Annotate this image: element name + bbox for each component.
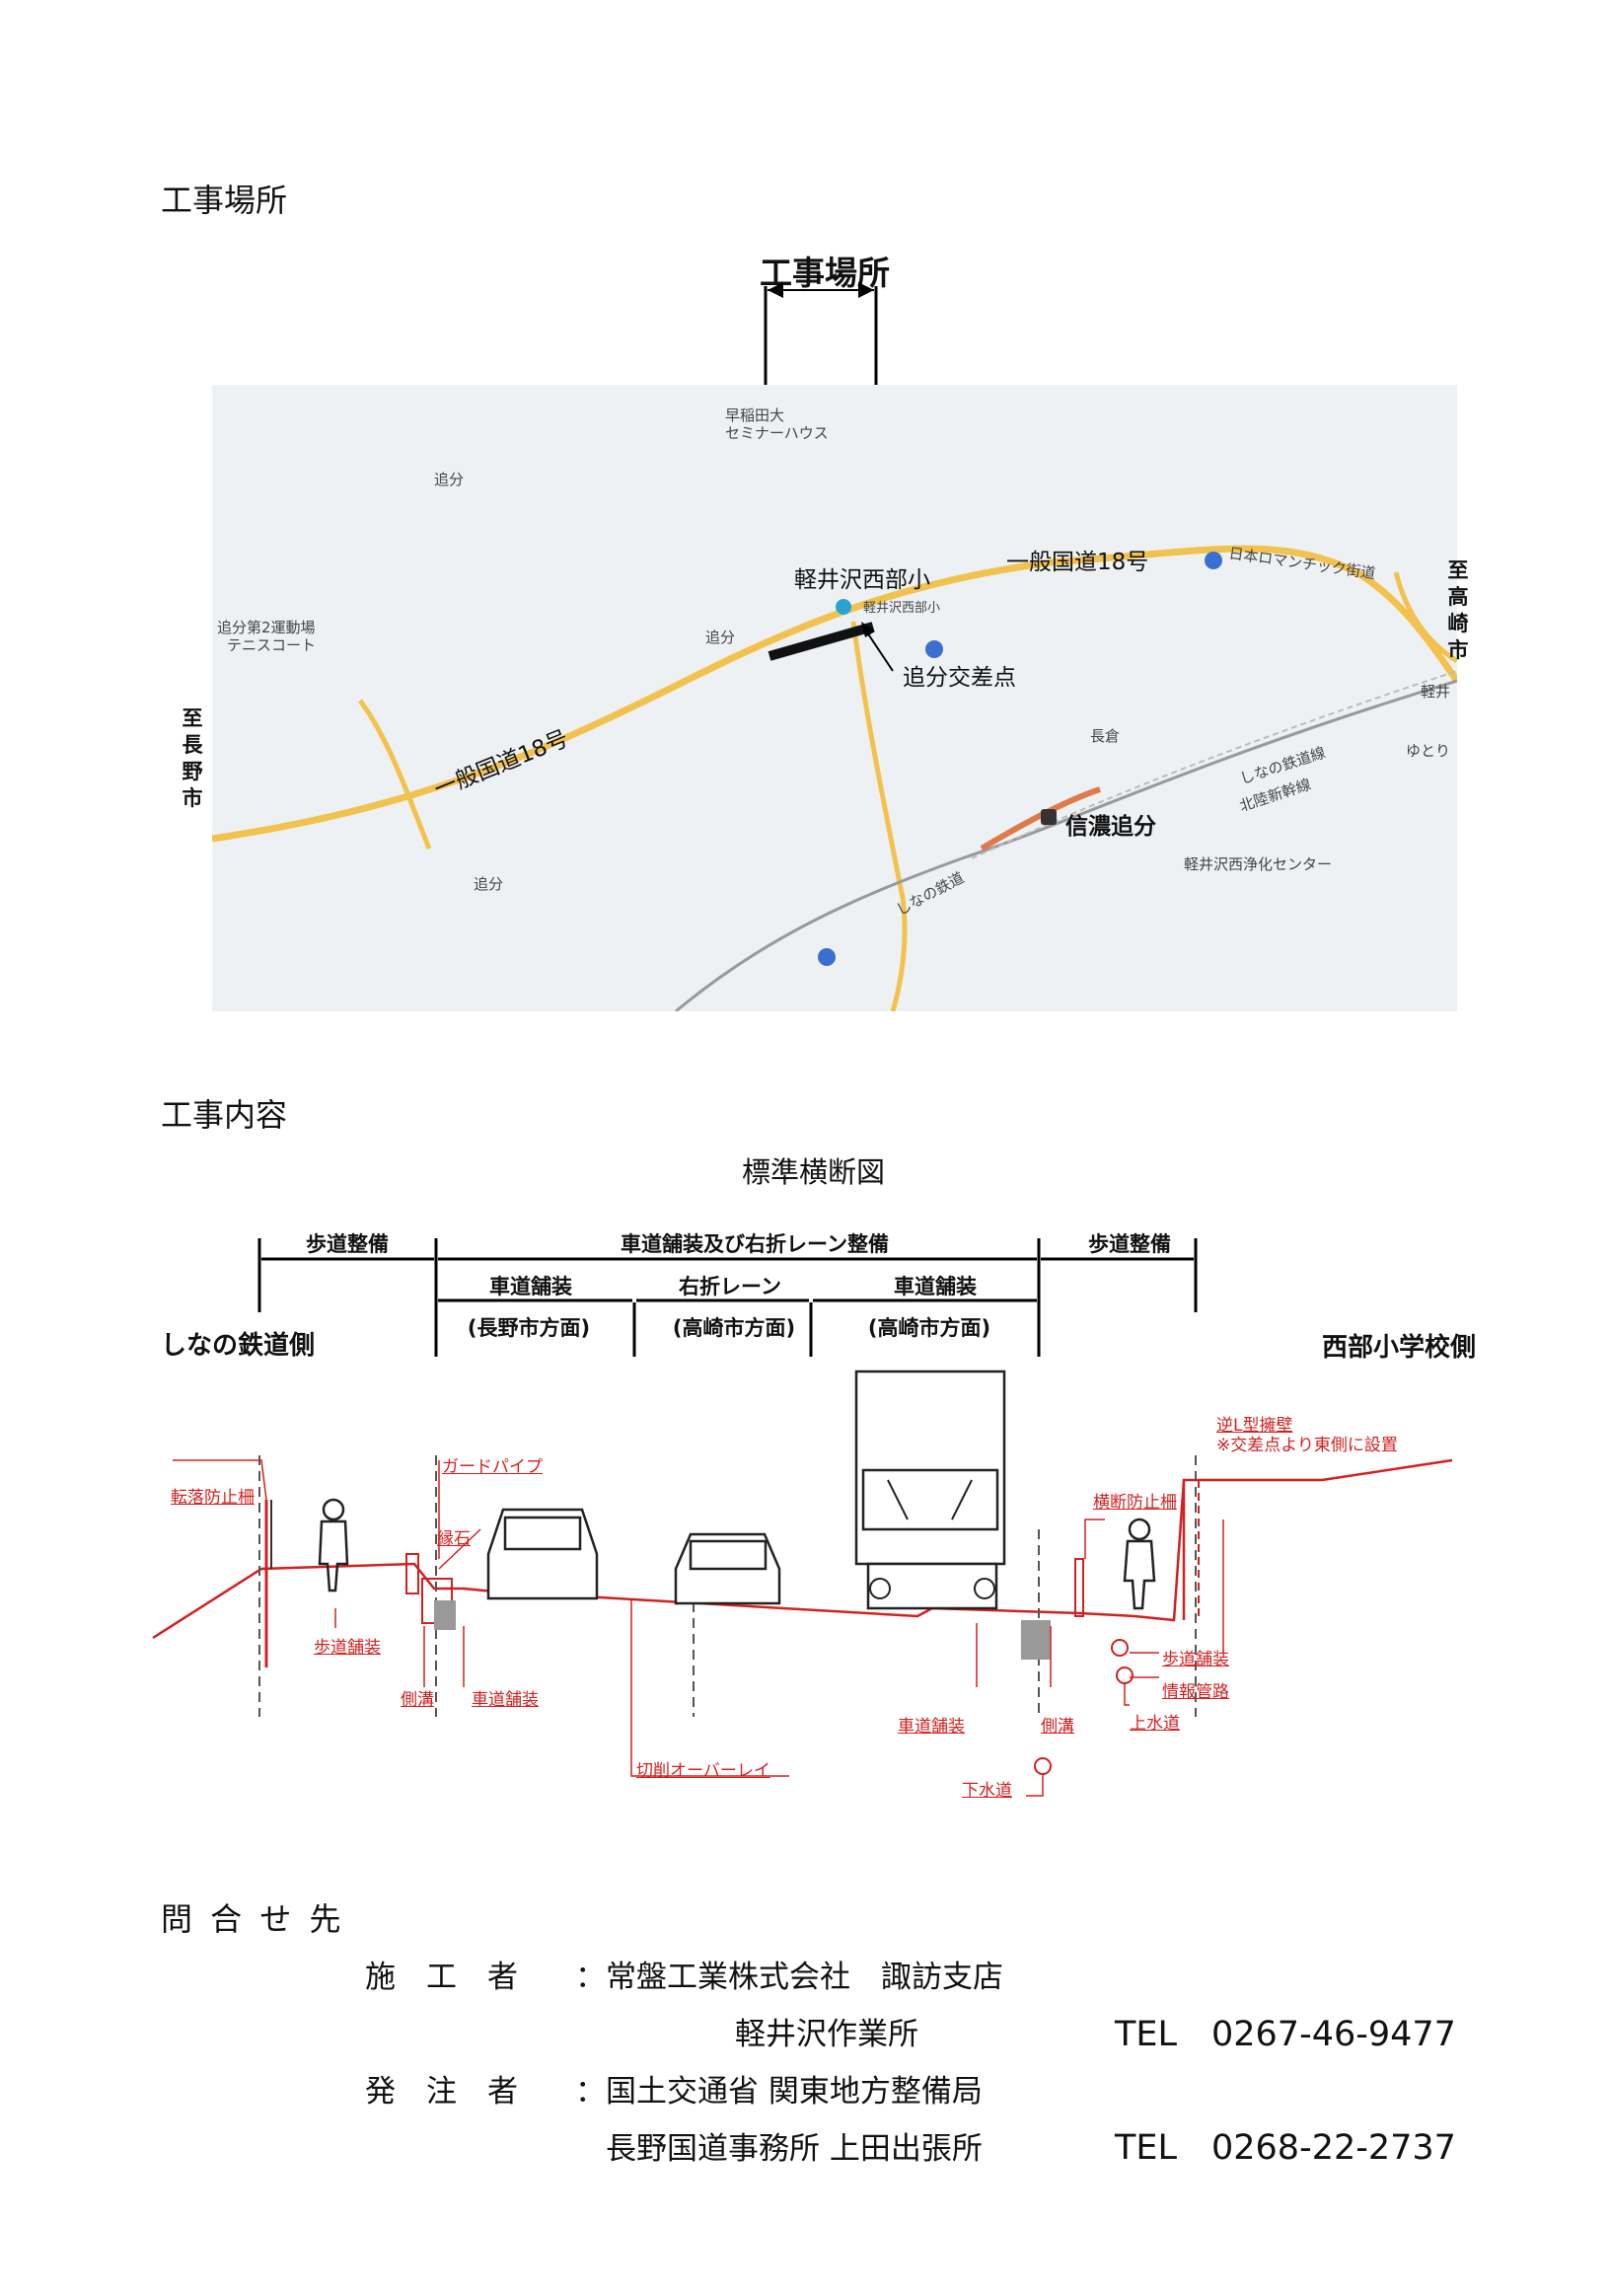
note-retaining-wall: 逆L型擁壁 <box>1216 1416 1293 1436</box>
contractor-office: 軽井沢作業所 <box>735 2017 918 2052</box>
contractor-name: ：常盤工業株式会社 諏訪支店 <box>575 1960 1003 1995</box>
note-gutter-left: 側溝 <box>401 1690 434 1710</box>
note-water: 上水道 <box>1130 1714 1180 1734</box>
note-road-pave-left: 車道舗装 <box>472 1690 539 1710</box>
note-gutter-right: 側溝 <box>1041 1717 1074 1737</box>
dim-sidewalk-left: 歩道整備 <box>306 1232 389 1256</box>
note-guard-pipe: ガードパイプ <box>442 1457 543 1477</box>
dim-lane2: 右折レーン <box>679 1275 781 1298</box>
contractor-tel: TEL 0267-46-9477 <box>1115 2015 1456 2054</box>
contact-heading: 問 合 せ 先 <box>161 1900 345 1938</box>
intersection-label: 追分交差点 <box>903 665 1016 691</box>
dim-lane1-dir: (長野市方面) <box>467 1316 591 1340</box>
dim-lane3: 車道舗装 <box>894 1275 977 1298</box>
orderer-tel: TEL 0268-22-2737 <box>1115 2128 1456 2168</box>
map-label: ゆとり <box>1406 742 1451 760</box>
dim-lane1: 車道舗装 <box>489 1275 572 1298</box>
note-sewer: 下水道 <box>962 1781 1012 1801</box>
note-overlay: 切削オーバーレイ <box>636 1761 770 1781</box>
orderer-label: 発 注 者 <box>365 2074 518 2110</box>
to-takasaki-label: 至高崎市 <box>1447 558 1469 662</box>
note-curb: 縁石 <box>437 1529 471 1549</box>
map-label: テニスコート <box>227 636 317 654</box>
dim-sidewalk-right: 歩道整備 <box>1088 1232 1171 1256</box>
map-graphics <box>212 545 1457 1011</box>
note-sidewalk-pave-right: 歩道舗装 <box>1162 1650 1229 1669</box>
route18-east-label: 一般国道18号 <box>1006 550 1149 575</box>
location-heading: 工事場所 <box>161 182 288 219</box>
note-info-duct: 情報管路 <box>1162 1682 1229 1702</box>
dim-lane3-dir: (高崎市方面) <box>867 1316 991 1340</box>
note-retaining-note: ※交差点より東側に設置 <box>1216 1436 1398 1455</box>
cross-section-drawing <box>152 1370 1453 1797</box>
diagram-title: 標準横断図 <box>742 1155 886 1189</box>
map-label: 軽井沢西浄化センター <box>1184 855 1333 873</box>
map-label: 追分 <box>474 875 504 893</box>
note-sidewalk-pave-left: 歩道舗装 <box>314 1638 381 1658</box>
orderer-name: ：国土交通省 関東地方整備局 <box>575 2074 983 2110</box>
orderer-office: 長野国道事務所 上田出張所 <box>606 2131 983 2167</box>
map-label: 軽井沢西部小 <box>863 601 941 616</box>
dim-center-top: 車道舗装及び右折レーン整備 <box>621 1232 889 1256</box>
contractor-label: 施 工 者 <box>365 1960 518 1995</box>
dim-lane2-dir: (高崎市方面) <box>672 1316 796 1340</box>
station-label: 信濃追分 <box>1065 814 1156 840</box>
dimension-lines <box>257 1238 1198 1357</box>
map-label: 追分 <box>434 471 465 488</box>
note-road-pave-right: 車道舗装 <box>898 1717 965 1737</box>
location-map: 長倉 早稲田大 セミナーハウス 追分 追分第2運動場 テニスコート 軽井沢西部小… <box>212 385 1457 1011</box>
school-label: 軽井沢西部小 <box>794 567 930 593</box>
content-heading: 工事内容 <box>161 1096 288 1134</box>
map-label: 早稲田大 <box>725 407 785 424</box>
note-crossing-fence: 横断防止柵 <box>1093 1493 1177 1513</box>
note-fall-fence: 転落防止柵 <box>171 1488 255 1508</box>
map-label: 軽井 <box>1421 683 1451 701</box>
side-left-label: しなの鉄道側 <box>161 1331 316 1361</box>
side-right-label: 西部小学校側 <box>1322 1333 1477 1363</box>
map-label: 追分 <box>705 629 736 646</box>
map-label: 長倉 <box>1090 727 1121 745</box>
map-label: セミナーハウス <box>725 424 829 442</box>
map-label: 追分第2運動場 <box>217 619 316 636</box>
to-nagano-label: 至長野市 <box>182 706 203 810</box>
